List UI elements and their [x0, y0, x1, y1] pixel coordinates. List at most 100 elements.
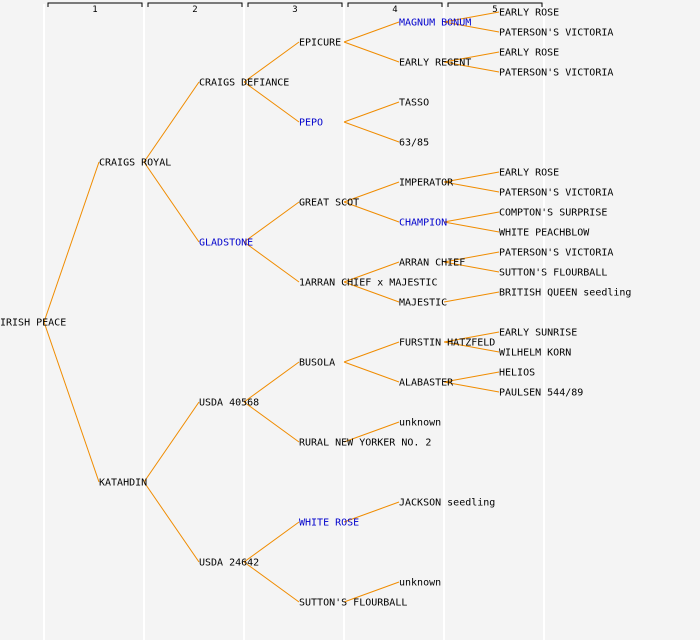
pedigree-edge [443, 61, 500, 73]
pedigree-edge [443, 371, 500, 383]
pedigree-edge [243, 201, 300, 243]
pedigree-edge [43, 161, 100, 323]
pedigree-node[interactable]: EARLY SUNRISE [499, 328, 577, 339]
pedigree-node[interactable]: CRAIGS ROYAL [99, 158, 171, 169]
pedigree-edge [343, 261, 400, 283]
pedigree-node[interactable]: ALABASTER [399, 378, 454, 389]
pedigree-node[interactable]: KATAHDIN [99, 478, 147, 489]
pedigree-edge [243, 81, 300, 123]
pedigree-edge [443, 221, 500, 233]
column-number: 3 [292, 5, 297, 15]
pedigree-node[interactable]: PATERSON'S VICTORIA [499, 188, 613, 199]
column-number: 4 [392, 5, 397, 15]
pedigree-node[interactable]: PATERSON'S VICTORIA [499, 248, 613, 259]
pedigree-edge [143, 161, 200, 243]
pedigree-edge [343, 21, 400, 43]
column-bracket [147, 2, 243, 7]
pedigree-edge [143, 401, 200, 483]
pedigree-node[interactable]: WHITE PEACHBLOW [499, 228, 590, 239]
pedigree-node[interactable]: SUTTON'S FLOURBALL [499, 268, 607, 279]
pedigree-edge [443, 11, 500, 23]
pedigree-edge [443, 211, 500, 223]
pedigree-node[interactable]: MAJESTIC [399, 298, 447, 309]
pedigree-nodes: IRISH PEACE CRAIGS ROYAL CRAIGS DEFIANCE EP… [0, 8, 631, 609]
column-number: 5 [492, 5, 497, 15]
column-headers: 1 2 3 4 5 [47, 2, 543, 15]
pedigree-node[interactable]: GREAT SCOT [299, 198, 359, 209]
pedigree-node[interactable]: IRISH PEACE [0, 318, 66, 329]
pedigree-edge [343, 41, 400, 63]
pedigree-node[interactable]: EARLY REGENT [399, 58, 471, 69]
column-bracket [247, 2, 343, 7]
pedigree-node[interactable]: SUTTON'S FLOURBALL [299, 598, 407, 609]
pedigree-edge [243, 521, 300, 563]
pedigree-edge [343, 201, 400, 223]
column-number: 1 [92, 5, 97, 15]
pedigree-edge [443, 341, 500, 353]
pedigree-edge [143, 481, 200, 563]
column-bracket [47, 2, 143, 7]
pedigree-node[interactable]: BRITISH QUEEN seedling [499, 288, 631, 299]
pedigree-edge [343, 121, 400, 143]
pedigree-node[interactable]: RURAL NEW YORKER NO. 2 [299, 438, 431, 449]
pedigree-node[interactable]: EARLY ROSE [499, 48, 559, 59]
pedigree-edge [43, 321, 100, 483]
pedigree-edge [243, 41, 300, 83]
pedigree-node[interactable]: IMPERATOR [399, 178, 454, 189]
column-bracket [347, 2, 443, 7]
pedigree-edge [343, 501, 400, 523]
pedigree-node[interactable]: BUSOLA [299, 358, 335, 369]
pedigree-edge [443, 251, 500, 263]
pedigree-edge [443, 261, 500, 273]
pedigree-node[interactable]: EARLY ROSE [499, 8, 559, 19]
pedigree-edge [343, 101, 400, 123]
pedigree-node[interactable]: EPICURE [299, 38, 341, 49]
pedigree-edge [343, 581, 400, 603]
pedigree-node[interactable]: PATERSON'S VICTORIA [499, 68, 613, 79]
pedigree-edge [443, 171, 500, 183]
pedigree-node[interactable]: COMPTON'S SURPRISE [499, 208, 607, 219]
pedigree-node[interactable]: PAULSEN 544/89 [499, 388, 583, 399]
pedigree-edge [343, 281, 400, 303]
column-bracket [447, 2, 543, 7]
pedigree-node[interactable]: CRAIGS DEFIANCE [199, 78, 289, 89]
pedigree-node[interactable]: TASSO [399, 98, 429, 109]
pedigree-edges [43, 11, 500, 603]
pedigree-edge [443, 21, 500, 33]
pedigree-edge [443, 381, 500, 393]
pedigree-node[interactable]: HELIOS [499, 368, 535, 379]
pedigree-node[interactable]: unknown [399, 578, 441, 589]
pedigree-edge [143, 81, 200, 163]
pedigree-edge [343, 181, 400, 203]
pedigree-node[interactable]: WILHELM KORN [499, 348, 571, 359]
pedigree-node[interactable]: MAGNUM BONUM [399, 18, 471, 29]
pedigree-node[interactable]: PATERSON'S VICTORIA [499, 28, 613, 39]
pedigree-node[interactable]: GLADSTONE [199, 238, 253, 249]
pedigree-node[interactable]: 63/85 [399, 138, 429, 149]
pedigree-edge [243, 241, 300, 283]
pedigree-node[interactable]: USDA 40568 [199, 398, 259, 409]
pedigree-edge [343, 421, 400, 443]
pedigree-node[interactable]: JACKSON seedling [399, 498, 495, 509]
pedigree-edge [243, 361, 300, 403]
pedigree-node[interactable]: unknown [399, 418, 441, 429]
pedigree-node[interactable]: WHITE ROSE [299, 518, 359, 529]
pedigree-node[interactable]: USDA 24642 [199, 558, 259, 569]
pedigree-node[interactable]: CHAMPION [399, 218, 447, 229]
column-dividers [43, 4, 545, 640]
pedigree-edge [343, 361, 400, 383]
pedigree-edge [443, 51, 500, 63]
pedigree-node[interactable]: 1ARRAN CHIEF x MAJESTIC [299, 278, 437, 289]
pedigree-edge [443, 331, 500, 343]
pedigree-edge [243, 401, 300, 443]
column-number: 2 [192, 5, 197, 15]
pedigree-node[interactable]: FURSTIN HATZFELD [399, 338, 495, 349]
pedigree-edge [443, 181, 500, 193]
pedigree-edge [443, 291, 500, 303]
pedigree-edge [243, 561, 300, 603]
pedigree-node[interactable]: ARRAN CHIEF [399, 258, 465, 269]
pedigree-node[interactable]: PEPO [299, 118, 323, 129]
pedigree-node[interactable]: EARLY ROSE [499, 168, 559, 179]
pedigree-edge [343, 341, 400, 363]
